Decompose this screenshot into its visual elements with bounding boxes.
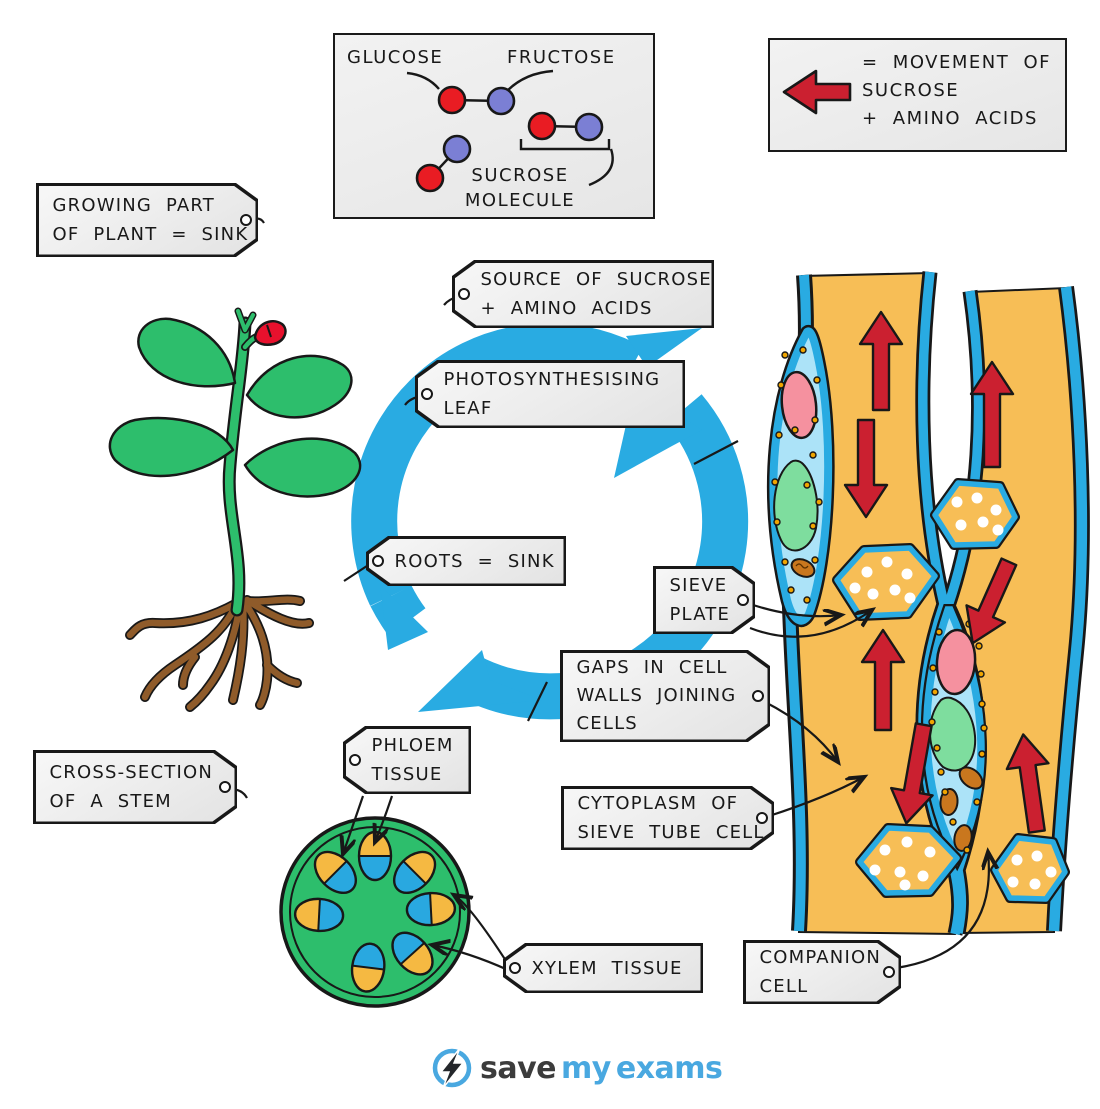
tag-cytoplasm-of-sieve-tube-cell: CYTOPLASM OF SIEVE TUBE CELL	[561, 786, 774, 850]
tag-hole	[737, 593, 749, 606]
tag-hole	[421, 387, 433, 400]
tag-hole	[240, 213, 252, 226]
leader-xylem-2	[432, 945, 509, 972]
cycle-arrowhead-bottom-left	[418, 650, 542, 712]
ribosome-dots	[928, 620, 988, 854]
tag-hole	[509, 961, 521, 974]
leader-sieve-plate-1	[749, 602, 841, 616]
tag-photosynthesising-leaf: PHOTOSYNTHESISING LEAF	[415, 360, 685, 428]
tag-sieve-plate: SIEVE PLATE	[653, 566, 755, 634]
legend-line-2: SUCROSE	[862, 80, 960, 101]
ribosome-dots	[771, 346, 823, 604]
leader-cytoplasm	[768, 777, 864, 818]
sucrose-molecule-label: SUCROSE MOLECULE	[464, 165, 576, 211]
arc-cut-line	[693, 440, 739, 465]
leader-phloem-1	[343, 795, 365, 854]
red-arrow-up	[969, 360, 1015, 469]
tag-hole	[458, 287, 470, 300]
fructose-label: FRUCTOSE	[507, 47, 616, 68]
glucose-unit	[527, 111, 557, 141]
leader-phloem-2	[375, 795, 394, 842]
vascular-bundles	[293, 830, 457, 993]
tag-cross-section-of-stem: CROSS-SECTION OF A STEM	[33, 750, 237, 824]
tag-source-of-sucrose: SOURCE OF SUCROSE + AMINO ACIDS	[452, 260, 714, 328]
tag-hole	[752, 689, 764, 702]
tag-hole	[756, 811, 768, 824]
glucose-label: GLUCOSE	[347, 47, 444, 68]
sieve-plate-hexagon	[930, 478, 1020, 550]
tag-growing-part-of-plant: GROWING PART OF PLANT = SINK	[36, 183, 258, 257]
fructose-unit	[442, 134, 472, 164]
tag-hole	[349, 753, 361, 766]
nucleus	[780, 370, 818, 440]
tag-companion-cell: COMPANION CELL	[743, 940, 901, 1004]
legend-box: = MOVEMENT OF SUCROSE + AMINO ACIDS	[768, 38, 1067, 152]
plant-illustration	[108, 307, 362, 712]
lightning-bolt-icon	[432, 1047, 472, 1089]
tag-hole	[219, 780, 231, 793]
tag-roots-sink: ROOTS = SINK	[366, 536, 566, 586]
red-arrow-up	[860, 628, 906, 732]
tag-gaps-in-cell-walls: GAPS IN CELL WALLS JOINING CELLS	[560, 650, 770, 742]
red-arrow-down	[889, 722, 934, 825]
mitochondria	[939, 766, 984, 852]
savemyexams-logo: save my exams	[430, 1046, 723, 1090]
leader-gaps	[764, 701, 838, 762]
mitochondrion	[790, 558, 816, 578]
leader-xylem-1	[454, 895, 509, 965]
cycle-tail-notch	[380, 585, 428, 650]
sieve-plate-hexagon	[855, 823, 962, 898]
molecule-graphics	[406, 69, 614, 193]
fructose-unit	[574, 112, 604, 142]
legend-line-1: = MOVEMENT OF	[862, 52, 1051, 73]
red-arrow-down	[843, 418, 889, 519]
red-arrow-down	[965, 557, 1018, 645]
legend-red-arrow-icon	[782, 69, 852, 115]
logo-word-exams: exams	[615, 1050, 723, 1086]
arc-cut-line	[527, 681, 548, 722]
fructose-unit	[486, 86, 516, 116]
companion-cell-upper	[766, 324, 835, 627]
tag-hole	[372, 554, 384, 567]
tag-xylem-tissue: XYLEM TISSUE	[503, 943, 703, 993]
sucrose-movement-arrows	[843, 310, 1050, 834]
tag-phloem-tissue: PHLOEM TISSUE	[343, 726, 471, 794]
logo-word-my: my	[561, 1050, 611, 1086]
red-arrow-up	[1005, 733, 1050, 834]
logo-word-save: save	[480, 1050, 557, 1086]
sieve-plate-hexagon	[990, 833, 1070, 904]
leader-sieve-plate-2	[749, 610, 872, 638]
plant-leaves	[108, 317, 362, 498]
tag-hole	[883, 965, 895, 978]
glucose-unit	[437, 85, 467, 115]
red-arrow-up	[858, 310, 904, 412]
sucrose-molecule-box: GLUCOSE FRUCTOSE SUCROSE	[333, 33, 655, 219]
nucleus	[935, 628, 977, 696]
green-organelle	[928, 696, 977, 772]
stem-cross-section	[279, 816, 471, 1008]
leader-companion	[895, 852, 989, 970]
legend-line-3: + AMINO ACIDS	[862, 108, 1038, 129]
glucose-unit	[415, 163, 445, 193]
